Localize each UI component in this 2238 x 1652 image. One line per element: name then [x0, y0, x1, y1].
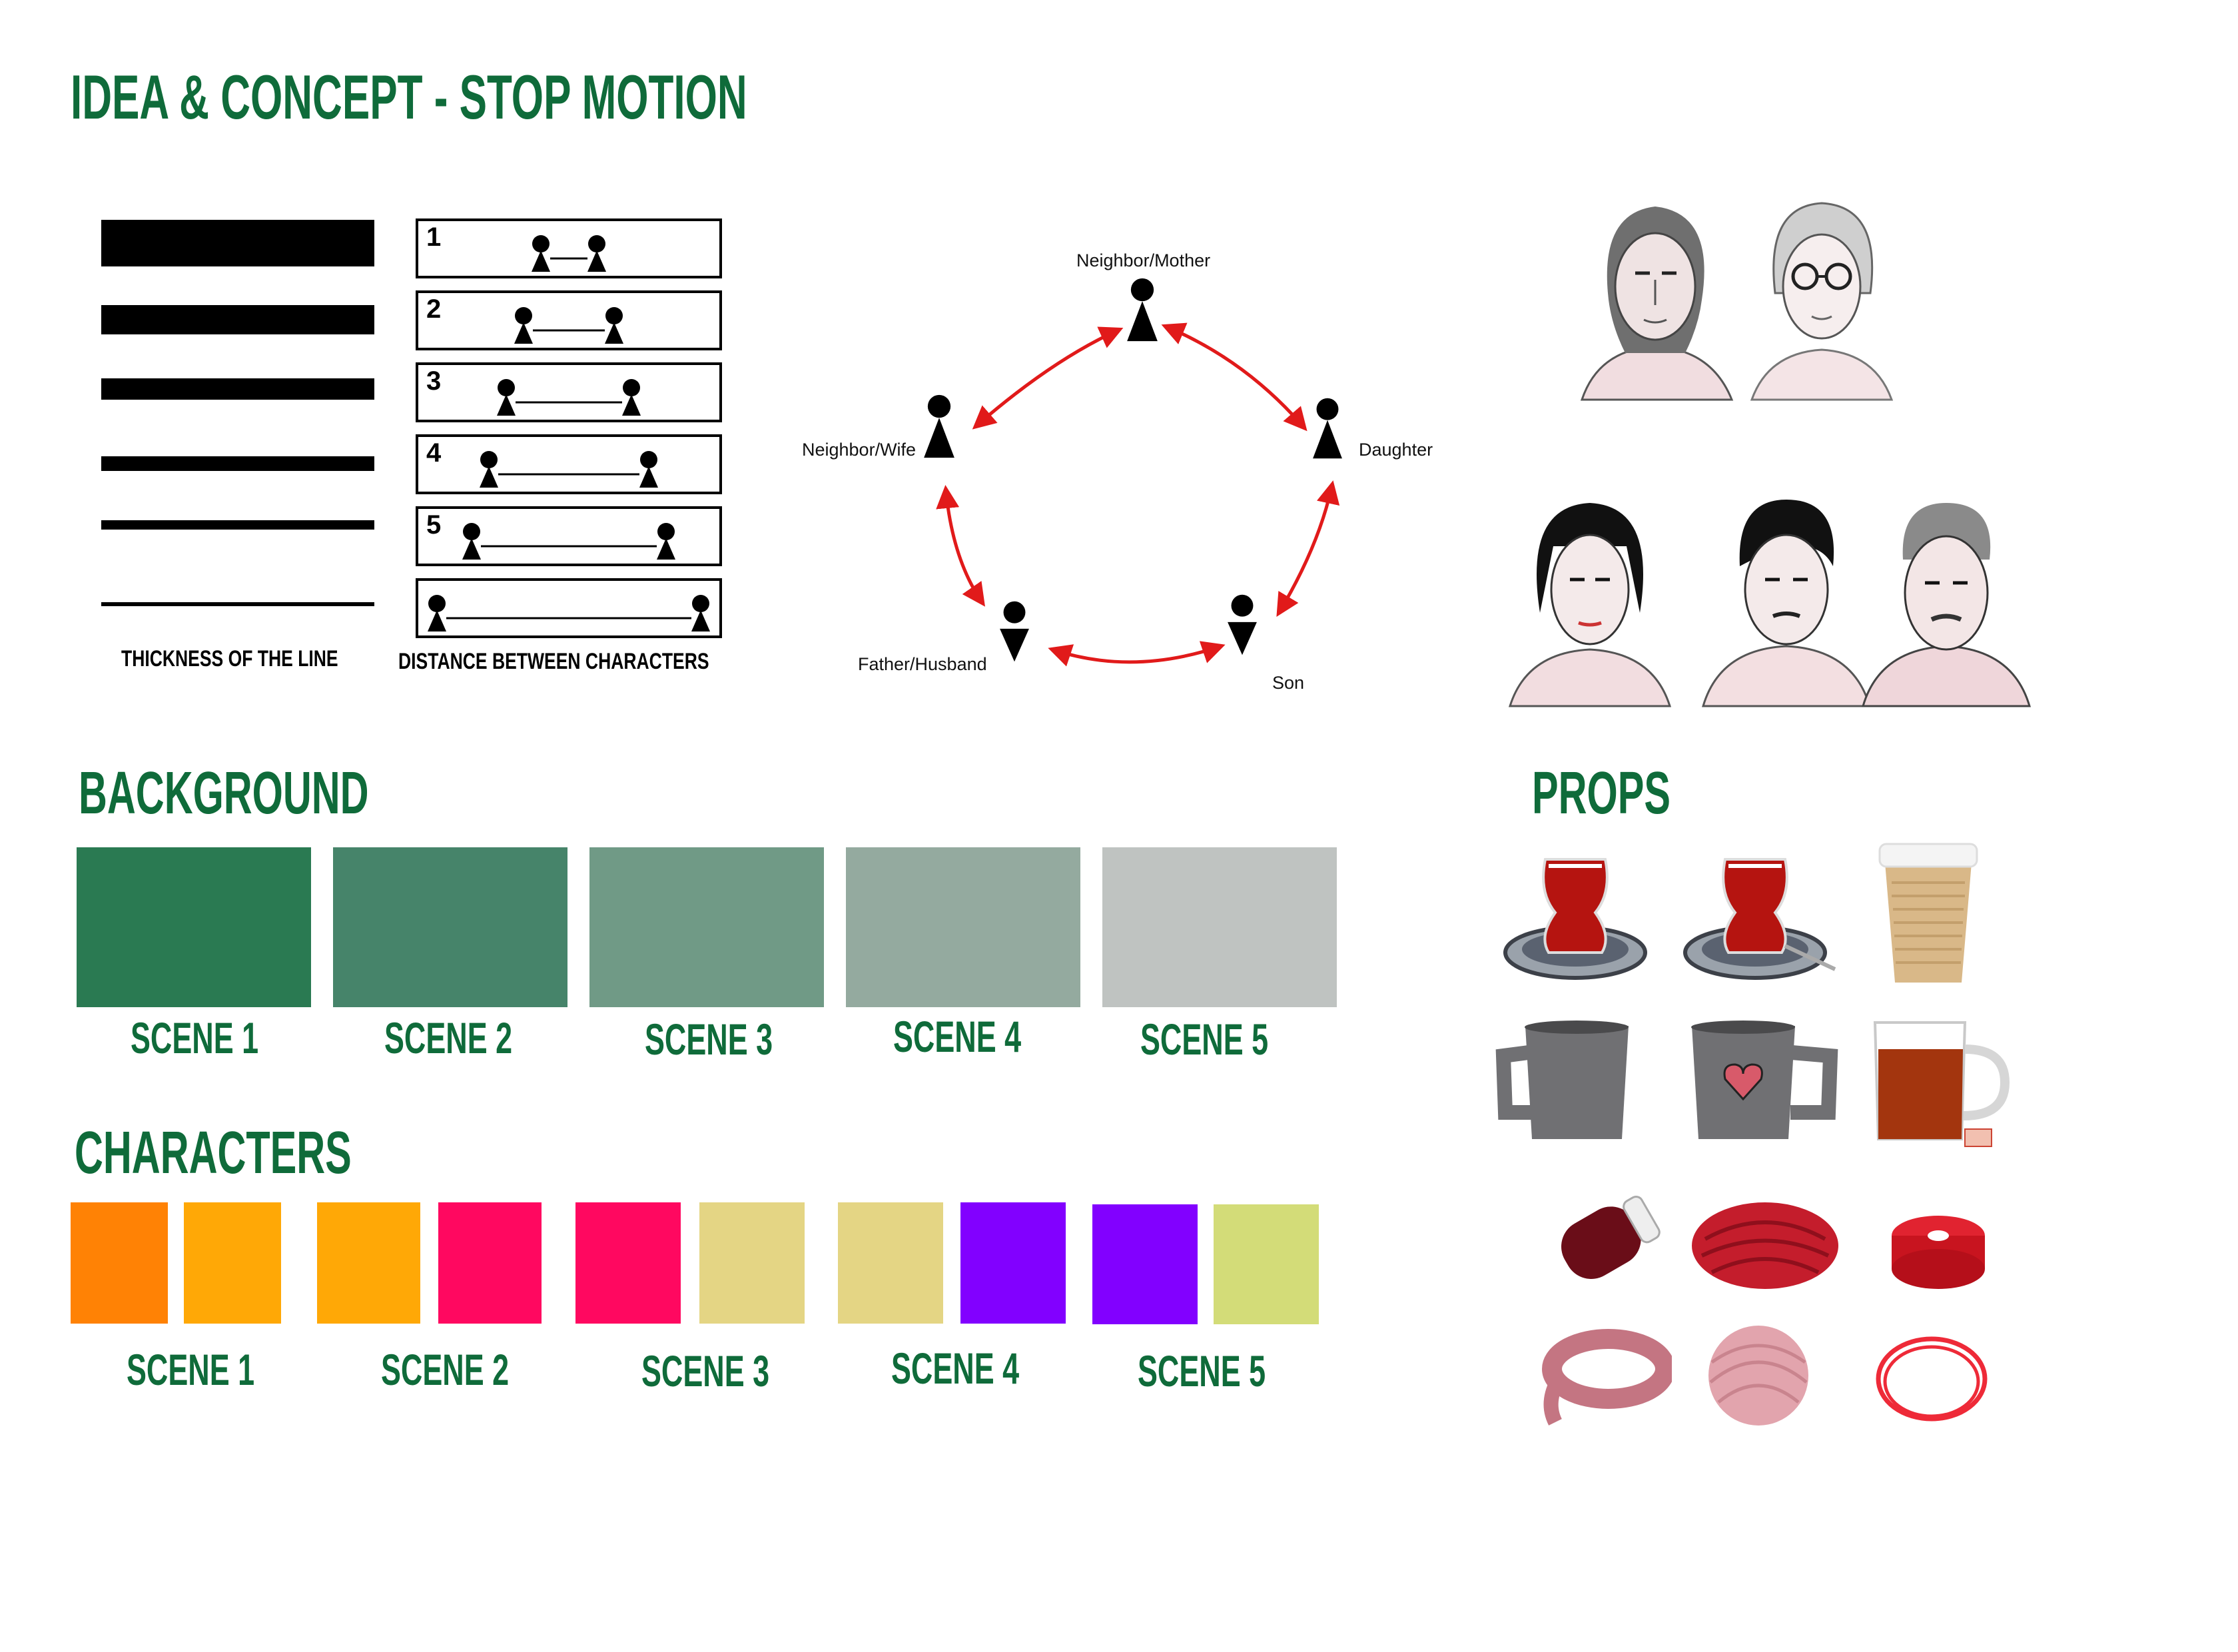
character-swatch [575, 1202, 681, 1324]
figure-son [1228, 594, 1257, 655]
character-swatch [838, 1202, 943, 1324]
background-heading: BACKGROUND [79, 760, 369, 827]
red-cord-prop [1876, 1336, 1988, 1422]
node-label: Son [1272, 673, 1305, 693]
thickness-bar [101, 305, 374, 334]
figure-daughter [1313, 398, 1342, 459]
background-swatch [1102, 847, 1337, 1007]
character-swatch [184, 1202, 281, 1324]
character-figure-icon [587, 235, 606, 272]
distance-row-number: 3 [426, 366, 442, 396]
props-heading: PROPS [1532, 760, 1671, 827]
tea-glass-prop [1503, 858, 1647, 980]
background-scene-label: SCENE 1 [131, 1013, 259, 1062]
relation-arrow [972, 326, 1124, 430]
character-figure-icon [428, 595, 446, 631]
ribbon-roll-prop [1892, 1216, 1985, 1289]
thickness-bar [101, 378, 374, 400]
relation-arrow [1276, 480, 1340, 618]
figure-neighbor-mother [1127, 278, 1158, 342]
red-yarn-ball-prop [1692, 1202, 1838, 1289]
paper-coffee-cup-prop [1878, 843, 1978, 983]
portrait-older-woman [1580, 206, 1734, 401]
grey-mug-prop [1495, 1021, 1629, 1139]
figure-father-husband [1000, 601, 1029, 662]
character-figure-icon [657, 523, 675, 560]
character-figure-icon [497, 379, 516, 416]
background-scene-label: SCENE 4 [893, 1012, 1022, 1061]
character-figure-icon [691, 595, 710, 631]
node-label: Neighbor/Wife [802, 440, 917, 460]
node-label: Daughter [1359, 440, 1433, 460]
character-scene-label: SCENE 2 [381, 1345, 510, 1394]
distance-figures [514, 307, 623, 344]
character-figure-icon [639, 451, 658, 488]
node-label: Father/Husband [858, 654, 987, 674]
thickness-bar [101, 456, 374, 471]
distance-caption: DISTANCE BETWEEN CHARACTERS [398, 649, 709, 674]
grey-mug-heart-prop [1691, 1021, 1838, 1139]
background-swatch [333, 847, 567, 1007]
character-scene-label: SCENE 4 [891, 1344, 1020, 1393]
distance-row: 1 [416, 218, 722, 278]
portrait-young-woman [1508, 503, 1672, 707]
character-figure-icon [622, 379, 641, 416]
relation-arrow [1161, 322, 1307, 432]
distance-figures [532, 235, 606, 272]
character-swatch [699, 1202, 805, 1324]
distance-row-number: 2 [426, 294, 442, 324]
distance-row-number: 1 [426, 222, 442, 252]
distance-row: 3 [416, 362, 722, 422]
twine-ball-prop [1708, 1326, 1808, 1426]
relation-arrow [1048, 641, 1226, 667]
distance-figures [497, 379, 641, 416]
distance-figures [428, 595, 710, 631]
distance-row: 2 [416, 290, 722, 350]
background-scene-label: SCENE 3 [645, 1015, 773, 1064]
relation-arrow [936, 485, 985, 607]
node-label: Neighbor/Mother [1076, 250, 1211, 270]
character-figure-icon [462, 523, 481, 560]
distance-row-number: 5 [426, 510, 442, 540]
relationship-diagram [924, 278, 1342, 667]
figure-neighbor-wife [924, 394, 954, 458]
character-swatch [960, 1202, 1066, 1324]
thickness-caption: THICKNESS OF THE LINE [121, 646, 338, 671]
portrait-elderly-woman-glasses [1750, 202, 1894, 401]
distance-row [416, 578, 722, 638]
character-swatch [317, 1202, 420, 1324]
portrait-young-man [1701, 500, 1872, 707]
background-swatch [589, 847, 824, 1007]
character-figure-icon [605, 307, 623, 344]
character-swatch [438, 1202, 542, 1324]
thread-spool-prop [1561, 1196, 1661, 1280]
tea-glass-prop [1683, 858, 1836, 980]
character-figure-icon [532, 235, 550, 272]
thickness-bar [101, 602, 374, 606]
character-scene-label: SCENE 5 [1138, 1346, 1266, 1396]
portrait-older-man [1861, 503, 2032, 707]
thickness-bar [101, 520, 374, 530]
characters-heading: CHARACTERS [75, 1120, 352, 1186]
character-figure-icon [480, 451, 498, 488]
distance-figures [462, 523, 675, 560]
distance-row: 5 [416, 506, 722, 566]
page-title: IDEA & CONCEPT - STOP MOTION [71, 62, 747, 132]
distance-row: 4 [416, 434, 722, 494]
distance-figures [480, 451, 658, 488]
background-swatch [846, 847, 1080, 1007]
background-swatch [77, 847, 311, 1007]
background-scene-label: SCENE 2 [384, 1013, 513, 1062]
glass-tea-mug-prop [1873, 1021, 2010, 1147]
distance-row-number: 4 [426, 438, 442, 468]
character-figure-icon [514, 307, 533, 344]
thickness-bar [101, 220, 374, 266]
pink-rope-prop [1542, 1329, 1672, 1426]
character-scene-label: SCENE 3 [641, 1346, 770, 1396]
background-scene-label: SCENE 5 [1140, 1015, 1269, 1064]
character-scene-label: SCENE 1 [127, 1345, 255, 1394]
character-swatch [1092, 1204, 1198, 1324]
character-swatch [1214, 1204, 1319, 1324]
character-swatch [71, 1202, 168, 1324]
